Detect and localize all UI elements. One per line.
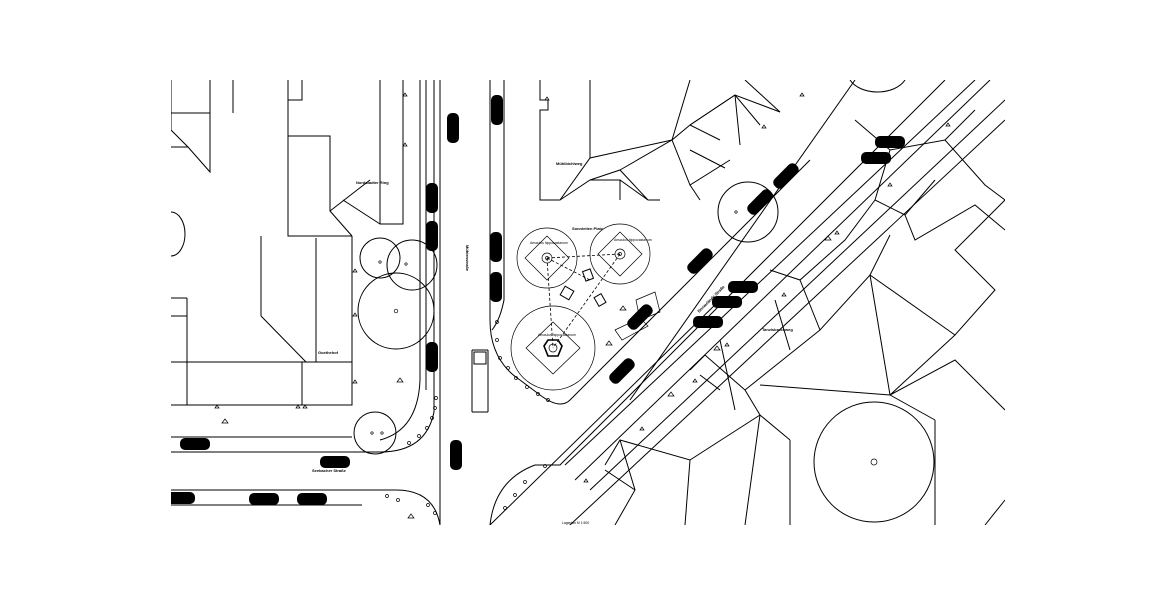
label-building-left: Goethehof: [318, 350, 339, 355]
label-street-vertical: Mühlenstraße: [465, 245, 470, 272]
plaza-area: [489, 80, 1005, 525]
label-tree-2: Aesculus hippocastanum: [614, 238, 652, 242]
tree-circle-edge: [171, 211, 186, 257]
label-plaza: Sonnleiten Platz: [572, 226, 603, 231]
road-left: [171, 80, 441, 525]
plaza-trees: [510, 223, 661, 391]
label-scale-note: Lageplan M 1:500: [562, 521, 589, 525]
road-vertical: [471, 80, 521, 413]
label-street-bottom-left: Seebacher Straße: [312, 468, 347, 473]
markers: [214, 92, 951, 519]
label-street-top-left: Nordstadter Ring: [356, 180, 389, 185]
label-tree-1: Aesculus hippocastanum: [530, 241, 568, 245]
bollards: [385, 320, 550, 515]
tree-canopies: [353, 80, 935, 523]
building-block-left: [171, 80, 404, 406]
label-building-top-right: Mühlbichlweg: [556, 161, 583, 166]
label-street-right: Tanzlsbruckweg: [762, 327, 793, 332]
parked-cars: [171, 95, 905, 505]
building-block-right: [604, 109, 1005, 525]
label-tree-3: Aesculus hippocastanum: [538, 333, 576, 337]
